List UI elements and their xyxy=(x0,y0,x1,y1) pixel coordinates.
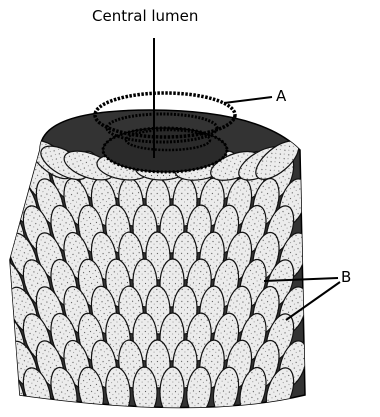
label-central-lumen: Central lumen xyxy=(92,9,198,24)
scale-layer xyxy=(0,134,312,417)
label-a: A xyxy=(276,89,286,104)
leader-a xyxy=(224,97,272,103)
scale-plate xyxy=(0,148,30,201)
label-b: B xyxy=(341,270,351,285)
